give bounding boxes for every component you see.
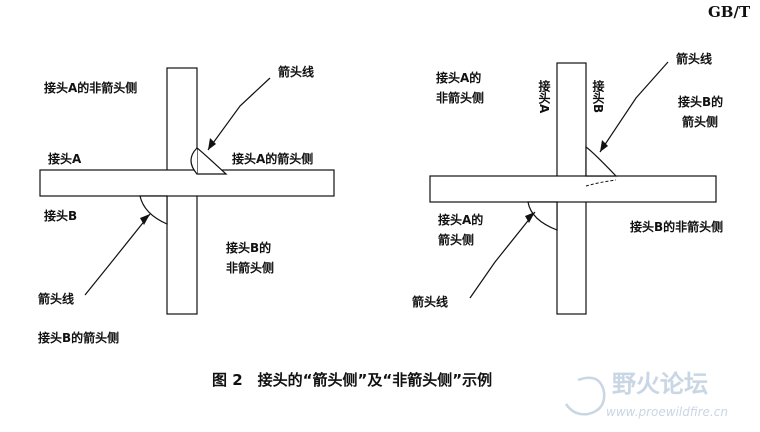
right-arrow-side-a-2: 箭头侧 bbox=[438, 232, 474, 247]
left-weld-a-face bbox=[190, 147, 198, 175]
left-arrow-side-a: 接头A的箭头侧 bbox=[232, 151, 313, 166]
left-figure: 接头A的非箭头侧 箭头线 接头A 接头A的箭头侧 接头B 接头B的 非箭头侧 箭… bbox=[38, 64, 335, 345]
left-non-arrow-side-b-2: 非箭头侧 bbox=[226, 260, 274, 275]
left-weld-a bbox=[196, 146, 228, 175]
right-arrowhead-bottom bbox=[525, 212, 535, 223]
right-arrow-line-bottom bbox=[469, 211, 536, 299]
left-arrowhead-top bbox=[208, 138, 216, 150]
right-non-arrow-side-b: 接头B的非箭头侧 bbox=[630, 219, 723, 234]
watermark-flame-icon bbox=[564, 376, 606, 416]
right-weld-b-dash-2 bbox=[585, 179, 617, 187]
right-joint-b-vertical: 接头B bbox=[591, 79, 605, 114]
right-weld-a bbox=[527, 201, 558, 231]
right-non-arrow-side-a-1: 接头A的 bbox=[436, 70, 481, 85]
right-arrow-line-bottom-label: 箭头线 bbox=[412, 294, 448, 309]
right-weld-b bbox=[585, 145, 618, 177]
right-arrow-line-top-label: 箭头线 bbox=[676, 51, 712, 66]
right-horizontal-plate bbox=[429, 175, 717, 203]
figure-caption: 图 2 接头的“箭头侧”及“非箭头侧”示例 bbox=[212, 371, 492, 389]
right-arrow-side-b-1: 接头B的 bbox=[678, 94, 723, 109]
left-arrowhead-bottom bbox=[140, 214, 150, 225]
right-arrowhead-top bbox=[600, 140, 608, 152]
standard-label: GB/T bbox=[708, 3, 751, 21]
left-weld-b bbox=[139, 195, 168, 225]
right-figure: 接头A的 非箭头侧 接头A 接头B 箭头线 接头B的 箭头侧 接头A的 箭头侧 … bbox=[412, 51, 723, 315]
left-arrow-line-top bbox=[207, 77, 271, 151]
left-joint-a: 接头A bbox=[48, 151, 82, 166]
right-joint-a-vertical: 接头A bbox=[537, 79, 551, 114]
left-non-arrow-side-b-1: 接头B的 bbox=[226, 240, 271, 255]
left-arrow-line-bottom-label: 箭头线 bbox=[38, 291, 74, 306]
watermark: 野火论坛 www.proewildfire.cn bbox=[564, 370, 728, 419]
watermark-title: 野火论坛 bbox=[612, 370, 708, 398]
left-arrow-line-bottom bbox=[84, 213, 151, 296]
right-non-arrow-side-a-2: 非箭头侧 bbox=[436, 90, 484, 105]
right-arrow-side-a-1: 接头A的 bbox=[438, 212, 483, 227]
left-arrow-side-b: 接头B的箭头侧 bbox=[38, 330, 119, 345]
right-arrow-line-top bbox=[599, 61, 669, 153]
left-joint-b: 接头B bbox=[44, 208, 77, 223]
left-arrow-line-top-label: 箭头线 bbox=[278, 64, 314, 79]
right-arrow-side-b-2: 箭头侧 bbox=[682, 114, 718, 129]
watermark-url: www.proewildfire.cn bbox=[606, 405, 728, 419]
left-horizontal-plate bbox=[39, 169, 335, 197]
left-non-arrow-side-a: 接头A的非箭头侧 bbox=[44, 80, 137, 95]
